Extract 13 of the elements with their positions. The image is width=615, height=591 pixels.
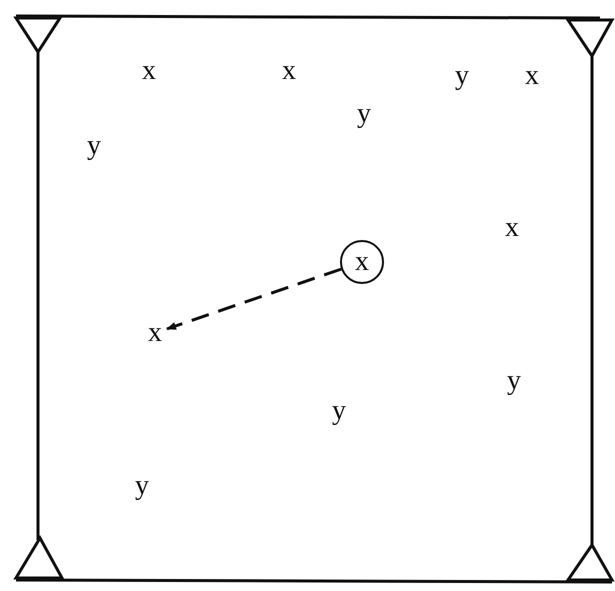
- letter-label: y: [332, 397, 346, 425]
- letter-label: x: [143, 318, 167, 348]
- letter-label: y: [357, 100, 371, 128]
- letter-label: y: [135, 472, 149, 500]
- arrow: [166, 268, 342, 330]
- letter-label: y: [507, 367, 521, 395]
- circled-letter: x: [340, 240, 384, 284]
- letter-label: x: [505, 214, 519, 242]
- letter-label: x: [282, 57, 296, 85]
- letter-label: x: [525, 62, 539, 90]
- letter-label: x: [142, 57, 156, 85]
- letter-label: y: [455, 62, 469, 90]
- letter-label: y: [87, 132, 101, 160]
